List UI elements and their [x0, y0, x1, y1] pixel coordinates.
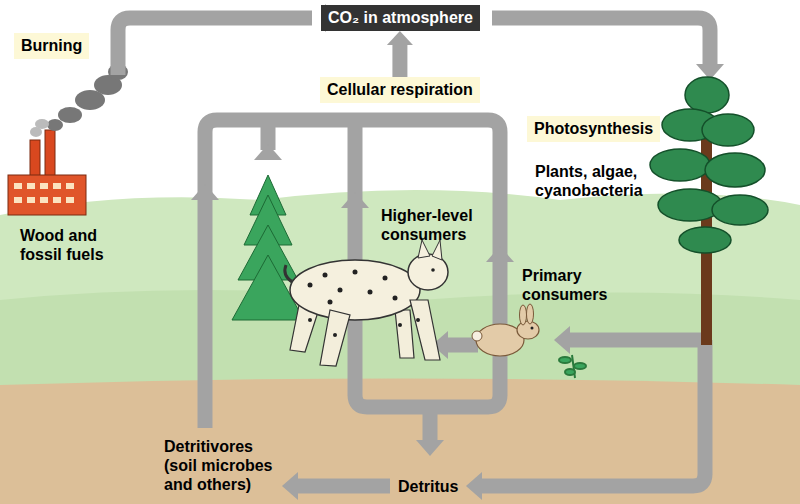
process-box: Cellular respiration: [320, 77, 480, 103]
node-text: Cellular respiration: [327, 80, 473, 100]
node-text: Burning: [21, 36, 82, 56]
factory: [8, 64, 128, 215]
diagram-label: Primary consumers: [522, 266, 632, 304]
arrowheads: [191, 4, 724, 500]
node-text: Photosynthesis: [534, 119, 653, 139]
lynx: [285, 240, 448, 366]
diagram-label: Plants, algae, cyanobacteria: [535, 162, 700, 200]
flow-connector: [387, 31, 413, 77]
diagram-label: Wood and fossil fuels: [20, 226, 125, 264]
process-box: Burning: [14, 33, 89, 59]
diagram-label: Detritus: [398, 477, 483, 496]
small-plant: [559, 355, 586, 378]
green-hills: [0, 190, 800, 400]
diagram-label: Detritivores (soil microbes and others): [164, 437, 280, 494]
atmosphere-box: CO₂ in atmosphere: [321, 5, 480, 31]
tree: [650, 77, 768, 345]
rabbit: [472, 304, 539, 356]
diagram-label: Higher-level consumers: [381, 206, 493, 244]
process-box: Photosynthesis: [527, 116, 660, 142]
flow-arrows: [118, 18, 710, 486]
node-text: CO₂ in atmosphere: [328, 8, 473, 28]
